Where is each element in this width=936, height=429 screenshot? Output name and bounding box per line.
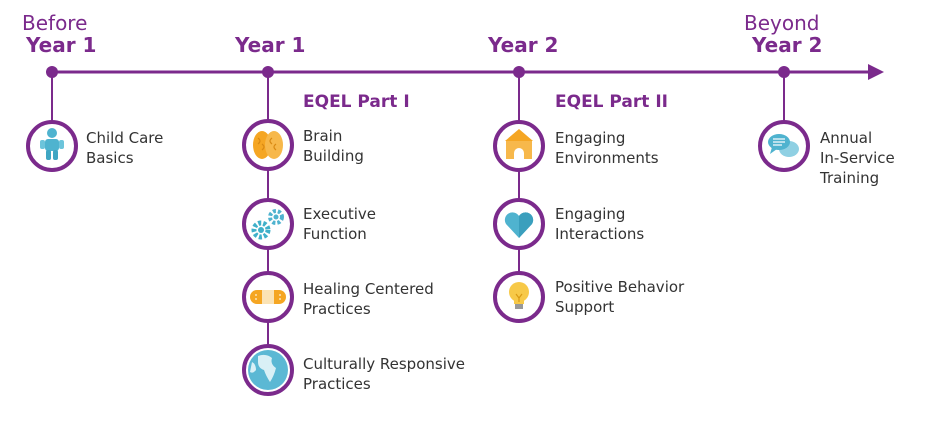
item-label-line: Engaging: [555, 129, 626, 147]
item-label-line: Brain: [303, 127, 343, 145]
stage-label-year1: Year 1: [235, 34, 305, 56]
chat-bubbles-icon: [758, 120, 810, 172]
item-label-line: Training: [820, 169, 880, 187]
item-child-care-basics: Child Care Basics: [86, 128, 163, 168]
item-label-line: Function: [303, 225, 367, 243]
stage-light-text: Beyond: [744, 11, 820, 35]
item-label-line: Annual: [820, 129, 873, 147]
timeline-arrow-icon: [868, 64, 884, 80]
item-label-line: In-Service: [820, 149, 895, 167]
stage-bold-text: Year 1: [235, 33, 306, 57]
item-engaging-environments: Engaging Environments: [555, 128, 659, 168]
stage-light-text: Before: [22, 11, 88, 35]
brain-icon: [242, 119, 294, 171]
item-engaging-interactions: Engaging Interactions: [555, 204, 644, 244]
item-label-line: Practices: [303, 300, 371, 318]
gears-icon: [242, 198, 294, 250]
stage-label-beyond-year2: Beyond Year 2: [744, 12, 822, 56]
item-label-line: Interactions: [555, 225, 645, 243]
lightbulb-icon: [493, 271, 545, 323]
item-label-line: Child Care: [86, 129, 164, 147]
item-label-line: Engaging: [555, 205, 626, 223]
item-positive-behavior-support: Positive Behavior Support: [555, 277, 684, 317]
item-executive-function: Executive Function: [303, 204, 376, 244]
item-label-line: Healing Centered: [303, 280, 434, 298]
child-icon: [26, 120, 78, 172]
item-brain-building: Brain Building: [303, 126, 364, 166]
item-label-line: Basics: [86, 149, 134, 167]
heart-icon: [493, 198, 545, 250]
section-title-eqel-part1: EQEL Part I: [303, 92, 410, 112]
item-label-line: Culturally Responsive: [303, 355, 465, 373]
stage-label-before-year1: Before Year 1: [22, 12, 96, 56]
item-label-line: Building: [303, 147, 364, 165]
item-label-line: Positive Behavior: [555, 278, 685, 296]
stage-bold-text: Year 2: [488, 33, 559, 57]
bandage-icon: [242, 271, 294, 323]
section-title-eqel-part2: EQEL Part II: [555, 92, 668, 112]
globe-icon: [242, 344, 294, 396]
house-icon: [493, 120, 545, 172]
item-annual-in-service-training: Annual In-Service Training: [820, 128, 895, 188]
item-healing-centered-practices: Healing Centered Practices: [303, 279, 434, 319]
item-culturally-responsive-practices: Culturally Responsive Practices: [303, 354, 465, 394]
item-label-line: Support: [555, 298, 615, 316]
item-label-line: Practices: [303, 375, 371, 393]
item-label-line: Executive: [303, 205, 377, 223]
stage-bold-text: Year 2: [752, 33, 823, 57]
stage-bold-text: Year 1: [26, 33, 97, 57]
stage-label-year2: Year 2: [488, 34, 558, 56]
item-label-line: Environments: [555, 149, 659, 167]
